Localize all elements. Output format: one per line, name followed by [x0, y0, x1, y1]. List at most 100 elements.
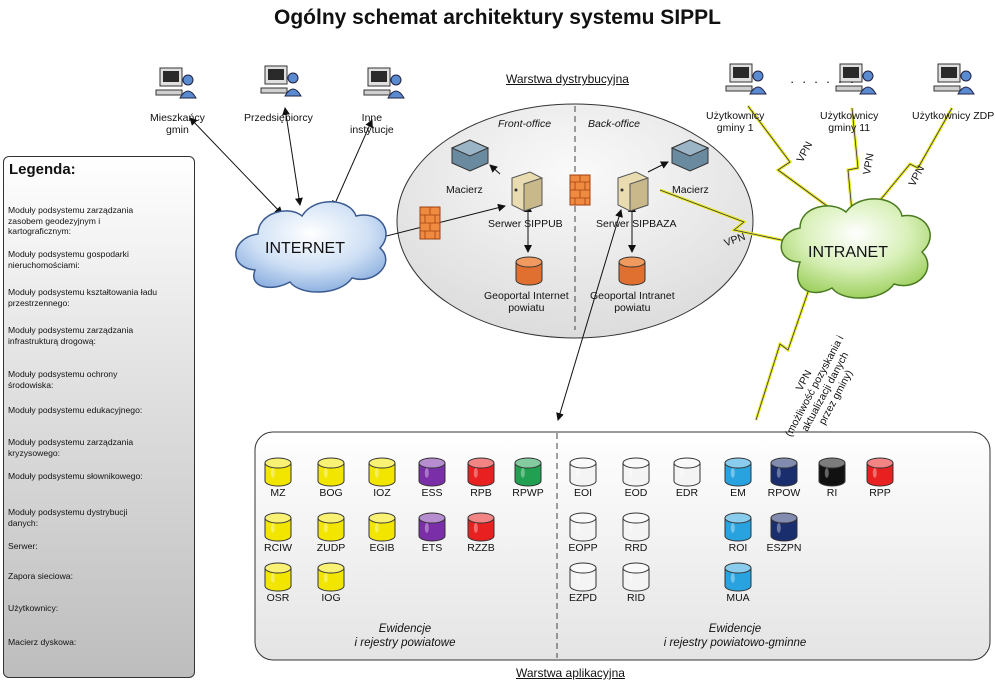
- internet-cloud: [235, 201, 387, 293]
- user-label-zdp: Użytkownicy ZDP: [912, 110, 995, 122]
- intranet-cloud: [780, 198, 931, 299]
- module-db-icon: [818, 457, 846, 487]
- user-icon: [835, 63, 877, 95]
- internet-label: INTERNET: [265, 240, 345, 257]
- module-code-right: MUA: [726, 592, 750, 604]
- module-db-icon: [418, 512, 446, 542]
- module-code-right: RRD: [624, 542, 648, 554]
- legend-item-label: Użytkownicy:: [8, 603, 59, 613]
- module-db-icon: [569, 562, 597, 592]
- module-db-icon: [368, 457, 396, 487]
- module-code-left: RPWP: [512, 487, 544, 499]
- module-db-icon: [622, 562, 650, 592]
- application-layer-label: Warstwa aplikacyjna: [516, 666, 625, 680]
- module-db-icon: [569, 457, 597, 487]
- module-code-left: RZZB: [467, 542, 495, 554]
- application-layer-box: [254, 431, 991, 661]
- module-code-left: BOG: [319, 487, 343, 499]
- module-db-icon: [622, 457, 650, 487]
- module-code-right: RPOW: [767, 487, 801, 499]
- legend-item-label: Moduły podsystemu dystrybucji danych:: [8, 507, 128, 528]
- module-db-icon: [514, 457, 542, 487]
- legend-item-label: Moduły podsystemu zarządzania infrastruk…: [8, 325, 134, 346]
- geoportal-internet-db-icon: [515, 256, 543, 286]
- module-db-icon: [264, 457, 292, 487]
- module-db-icon: [569, 512, 597, 542]
- user-label-przedsiebiorcy: Przedsiębiorcy: [244, 112, 313, 124]
- module-db-icon: [467, 457, 495, 487]
- legend-item-label: Moduły podsystemu słownikowego:: [8, 471, 143, 481]
- module-code-right: RID: [626, 592, 646, 604]
- module-code-left: ESS: [421, 487, 443, 499]
- module-db-icon: [317, 562, 345, 592]
- module-code-left: ZUDP: [316, 542, 346, 554]
- module-code-right: RI: [826, 487, 838, 499]
- module-code-left: OSR: [266, 592, 290, 604]
- module-db-icon: [368, 512, 396, 542]
- server-sippub-icon: [511, 171, 543, 212]
- legend-panel: Legenda: Moduły podsystemu zarządzania z…: [3, 156, 195, 678]
- server-sipbaza-label: Serwer SIPBAZA: [596, 218, 677, 230]
- module-code-left: EGIB: [369, 542, 395, 554]
- page-title: Ogólny schemat architektury systemu SIPP…: [274, 6, 721, 29]
- module-db-icon: [673, 457, 701, 487]
- user-icon: [260, 65, 302, 97]
- macierz-right-label: Macierz: [672, 184, 709, 196]
- distribution-layer-label: Warstwa dystrybucyjna: [506, 72, 629, 86]
- module-db-icon: [770, 512, 798, 542]
- user-icon: [725, 63, 767, 95]
- module-db-icon: [770, 457, 798, 487]
- module-code-left: RPB: [470, 487, 492, 499]
- intranet-label: INTRANET: [808, 244, 888, 261]
- back-office-label: Back-office: [588, 118, 640, 130]
- module-db-icon: [866, 457, 894, 487]
- legend-item-label: Moduły podsystemu ochrony środowiska:: [8, 369, 118, 390]
- disk-array-icon: [450, 139, 490, 172]
- firewall-icon: [569, 174, 591, 206]
- module-db-icon: [317, 457, 345, 487]
- module-db-icon: [724, 457, 752, 487]
- legend-item-label: Moduły podsystemu zarządzania zasobem ge…: [8, 205, 134, 236]
- server-sippub-label: Serwer SIPPUB: [488, 218, 563, 230]
- legend-title: Legenda:: [9, 161, 76, 178]
- legend-item-label: Macierz dyskowa:: [8, 637, 77, 647]
- macierz-left-label: Macierz: [446, 184, 483, 196]
- module-code-right: ESZPN: [766, 542, 802, 554]
- module-db-icon: [724, 512, 752, 542]
- module-code-right: RPP: [869, 487, 891, 499]
- module-db-icon: [418, 457, 446, 487]
- module-code-left: IOG: [321, 592, 341, 604]
- module-code-right: ROI: [728, 542, 748, 554]
- module-code-left: IOZ: [373, 487, 391, 499]
- legend-item-label: Serwer:: [8, 541, 38, 551]
- module-code-right: EZPD: [568, 592, 597, 604]
- module-code-right: EM: [730, 487, 746, 499]
- module-db-icon: [317, 512, 345, 542]
- front-office-label: Front-office: [498, 118, 552, 130]
- module-code-left: ETS: [421, 542, 443, 554]
- legend-item-label: Moduły podsystemu edukacyjnego:: [8, 405, 143, 415]
- module-db-icon: [264, 562, 292, 592]
- module-code-left: RCIW: [264, 542, 292, 554]
- disk-array-icon: [670, 139, 710, 172]
- user-icon: [933, 63, 975, 95]
- module-db-icon: [264, 512, 292, 542]
- module-code-right: EOD: [624, 487, 648, 499]
- legend-item-label: Zapora sieciowa:: [8, 571, 73, 581]
- server-sipbaza-icon: [617, 171, 649, 212]
- module-code-right: EDR: [675, 487, 699, 499]
- module-code-right: EOPP: [568, 542, 598, 554]
- user-icon: [155, 67, 197, 99]
- geoportal-intranet-db-icon: [618, 256, 646, 286]
- module-code-left: MZ: [270, 487, 286, 499]
- module-db-icon: [622, 512, 650, 542]
- firewall-icon: [419, 206, 441, 240]
